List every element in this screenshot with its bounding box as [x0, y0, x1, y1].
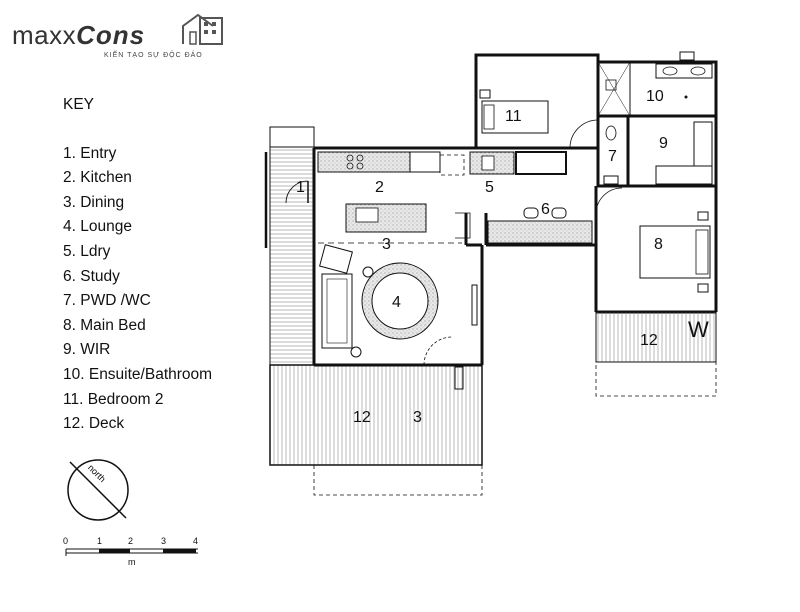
brand-name: maxxCons [12, 20, 145, 51]
label-deck-left: 12 [353, 409, 371, 426]
label-main-bed: 8 [654, 236, 663, 253]
lounge-door-swing [423, 336, 453, 366]
house-logo-icon [182, 13, 223, 45]
laundry-area [439, 146, 567, 176]
wir [626, 114, 718, 188]
key-item-ensuite: 10. Ensuite/Bathroom [63, 365, 213, 383]
label-laundry: 5 [485, 179, 494, 196]
scale-bar: 0 1 2 3 4 m [63, 536, 198, 567]
north-arrow: north [67, 459, 129, 521]
scale-tick-0: 0 [63, 536, 68, 546]
key-item-dining: 3. Dining [63, 193, 125, 211]
label-entry: 1 [296, 179, 305, 196]
label-ensuite: 10 [646, 88, 664, 105]
key-item-bedroom2: 11. Bedroom 2 [63, 390, 164, 408]
key-title: KEY [63, 96, 95, 113]
key-item-wir: 9. WIR [63, 341, 111, 359]
scale-tick-2: 2 [128, 536, 133, 546]
key-legend: KEY 1. Entry 2. Kitchen 3. Dining 4. Lou… [63, 93, 212, 437]
label-study: 6 [541, 201, 550, 218]
label-deck-left-3: 3 [413, 409, 422, 426]
study-bench [455, 207, 596, 247]
deck-right [595, 311, 717, 397]
brand-name-part1: maxx [12, 20, 77, 50]
scale-tick-4: 4 [193, 536, 198, 546]
kitchen-bench [317, 151, 441, 233]
brand-tagline: KIẾN TẠO SỰ ĐỘC ĐÁO [104, 52, 203, 59]
key-item-study: 6. Study [63, 267, 120, 285]
key-item-laundry: 5. Ldry [63, 242, 111, 260]
key-item-lounge: 4. Lounge [63, 218, 132, 236]
label-wir: 9 [659, 135, 668, 152]
label-kitchen: 2 [375, 179, 384, 196]
brand-name-part2: Cons [76, 20, 146, 50]
scale-tick-1: 1 [97, 536, 102, 546]
key-item-wc: 7. PWD /WC [63, 292, 151, 310]
bedroom-2 [474, 53, 600, 150]
ensuite [596, 51, 718, 118]
key-item-main-bed: 8. Main Bed [63, 316, 146, 334]
living-block-walls [312, 146, 484, 367]
scale-unit: m [128, 557, 136, 567]
key-item-kitchen: 2. Kitchen [63, 169, 132, 187]
deck-left [269, 364, 483, 496]
label-dining: 3 [382, 236, 391, 253]
deck-step [454, 366, 464, 390]
lounge-furniture [319, 244, 478, 358]
brand-logo: maxxCons KIẾN TẠO SỰ ĐỘC ĐÁO [12, 10, 227, 60]
label-deck-w: W [688, 317, 709, 342]
label-lounge: 4 [392, 294, 401, 311]
entry-door-swing [285, 180, 309, 204]
scale-tick-3: 3 [161, 536, 166, 546]
label-wc: 7 [608, 148, 617, 165]
key-item-entry: 1. Entry [63, 144, 117, 162]
entry-deck-strip [264, 126, 315, 366]
key-item-deck: 12. Deck [63, 415, 125, 433]
label-bedroom2: 11 [505, 108, 522, 125]
label-deck-right: 12 [640, 332, 658, 349]
